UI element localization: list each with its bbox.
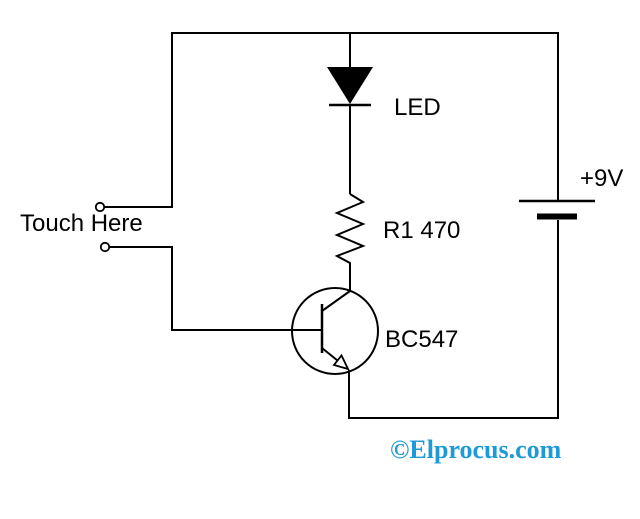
emitter-arrowhead-icon (332, 353, 350, 371)
wire-base-loop (109, 246, 322, 331)
touch-terminal-lower-icon (99, 241, 111, 253)
touch-terminal-upper-icon (94, 201, 106, 213)
transistor-circle-icon (291, 287, 379, 375)
wire-top-loop (104, 32, 559, 208)
transistor-label: BC547 (385, 326, 459, 353)
touch-here-label: Touch Here (20, 210, 143, 237)
wire-bottom-loop (348, 220, 559, 419)
watermark: ©Elprocus.com (390, 435, 562, 464)
resistor-label: R1 470 (383, 217, 461, 244)
led-triangle-icon (327, 67, 373, 104)
battery-negative-plate-icon (537, 213, 577, 220)
resistor-zigzag-icon (334, 193, 366, 291)
transistor-collector-lead (321, 290, 351, 312)
led-label: LED (394, 94, 441, 121)
battery-voltage-label: +9V (580, 165, 624, 192)
